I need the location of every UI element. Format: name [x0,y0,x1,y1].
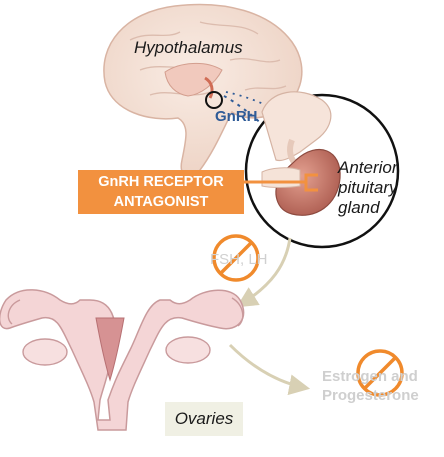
ovaries-label: Ovaries [165,402,243,436]
pituitary-icon [244,91,400,249]
brain-icon [103,3,303,177]
hypothalamus-label: Hypothalamus [134,38,243,57]
fsh-lh-arrow [236,237,292,308]
prohibited-icon [212,234,260,282]
uterus-ovaries-icon [0,289,245,431]
hormones-arrow [228,343,311,396]
fsh-lh-label: FSH, LH [210,251,268,268]
prohibited-icon [356,349,404,397]
receptor-bracket [244,173,318,192]
anterior-pituitary-label: Anterior pituitary gland [338,158,398,217]
gnrh-label: GnRH [215,108,258,125]
drug-label-box: GnRH RECEPTOR ANTAGONIST [78,170,244,214]
hormones-label: Estrogen and Progesterone [322,368,419,404]
